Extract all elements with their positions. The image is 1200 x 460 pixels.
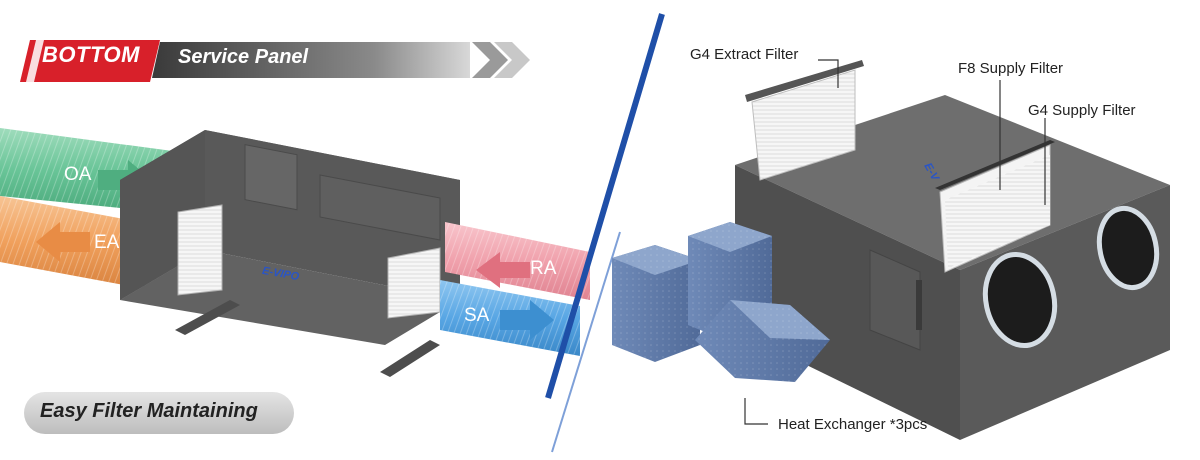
sa-label: SA — [464, 305, 490, 326]
supply-filters — [935, 140, 1055, 273]
ea-label: EA — [94, 232, 120, 253]
ra-duct — [445, 222, 590, 300]
ra-label: RA — [530, 258, 557, 279]
banner-service-label: Service Panel — [178, 46, 309, 68]
sa-duct — [440, 280, 580, 356]
divider-line — [545, 13, 665, 399]
callout-lines — [744, 59, 1046, 425]
chevron-icon — [494, 42, 530, 78]
arrow-left-icon — [36, 222, 90, 262]
banner-graphic — [20, 40, 530, 82]
callout-f8-supply-filter: F8 Supply Filter — [958, 60, 1064, 77]
g4-extract-filter — [745, 60, 864, 181]
chevron-icon — [472, 42, 508, 78]
badge-text: Easy Filter Maintaining — [40, 400, 258, 422]
badge-pill — [24, 392, 294, 434]
arrow-right-icon — [500, 300, 554, 340]
oa-label: OA — [64, 164, 92, 185]
ea-duct — [0, 196, 155, 290]
callout-g4-supply-filter: G4 Supply Filter — [1028, 102, 1136, 119]
callout-g4-extract-filter: G4 Extract Filter — [690, 46, 799, 63]
banner-red-block — [20, 40, 160, 82]
heat-exchangers — [612, 222, 830, 382]
left-unit — [120, 130, 460, 377]
banner-bottom-label: BOTTOM — [42, 42, 140, 67]
arrow-left-icon — [476, 252, 530, 288]
banner-grey-bar — [152, 42, 470, 78]
callout-heat-exchanger: Heat Exchanger *3pcs — [778, 416, 928, 433]
